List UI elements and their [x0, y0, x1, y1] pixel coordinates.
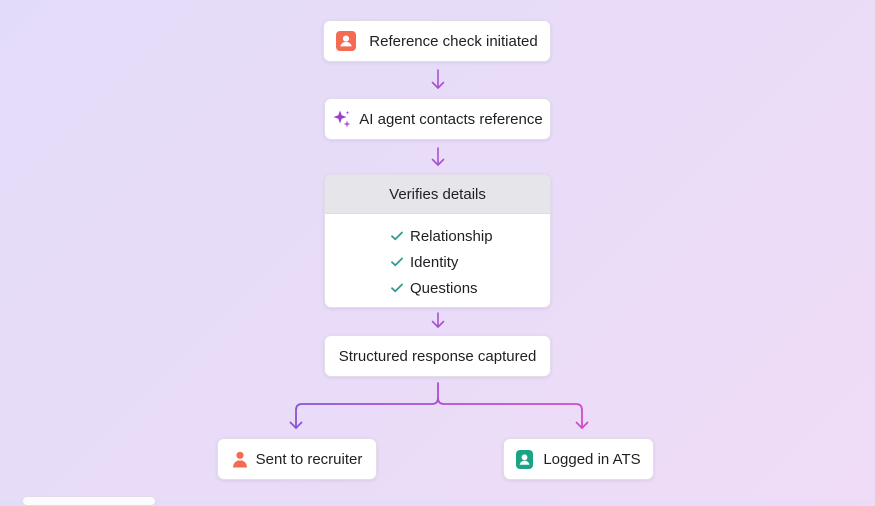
checklist-item-label: Questions — [410, 279, 478, 297]
arrow-to-ats — [575, 421, 589, 429]
step-label: Reference check initiated — [369, 32, 538, 50]
checklist-item: Identity — [391, 249, 550, 275]
verifies-details-title: Verifies details — [325, 175, 550, 214]
checklist-item: Relationship — [391, 223, 550, 249]
branch-connector — [295, 382, 583, 429]
step-sent-to-recruiter: Sent to recruiter — [217, 438, 377, 480]
partial-card-bottom — [22, 496, 156, 506]
check-icon — [391, 257, 403, 267]
step-logged-in-ats: Logged in ATS — [503, 438, 654, 480]
check-icon — [391, 231, 403, 241]
step-ai-agent-contacts: AI agent contacts reference — [324, 98, 551, 140]
checklist-item-label: Relationship — [410, 227, 493, 245]
verify-checklist: Relationship Identity Questions — [325, 214, 550, 301]
person-badge-icon — [336, 31, 357, 51]
verifies-details-card: Verifies details Relationship Identity Q… — [324, 174, 551, 308]
arrow-to-verify — [431, 147, 445, 166]
checklist-item: Questions — [391, 275, 550, 301]
step-label: AI agent contacts reference — [359, 110, 543, 128]
check-icon — [391, 283, 403, 293]
person-icon — [232, 451, 248, 468]
person-badge-icon — [516, 449, 534, 469]
checklist-item-label: Identity — [410, 253, 459, 271]
step-label: Logged in ATS — [543, 450, 641, 468]
step-label: Sent to recruiter — [255, 450, 363, 468]
step-reference-check-initiated: Reference check initiated — [323, 20, 551, 62]
step-structured-response-captured: Structured response captured — [324, 335, 551, 377]
sparkle-icon — [332, 109, 352, 129]
arrow-to-agent — [431, 69, 445, 89]
arrow-to-captured — [431, 312, 445, 328]
step-label: Structured response captured — [338, 347, 537, 365]
arrow-to-recruiter — [289, 421, 303, 429]
